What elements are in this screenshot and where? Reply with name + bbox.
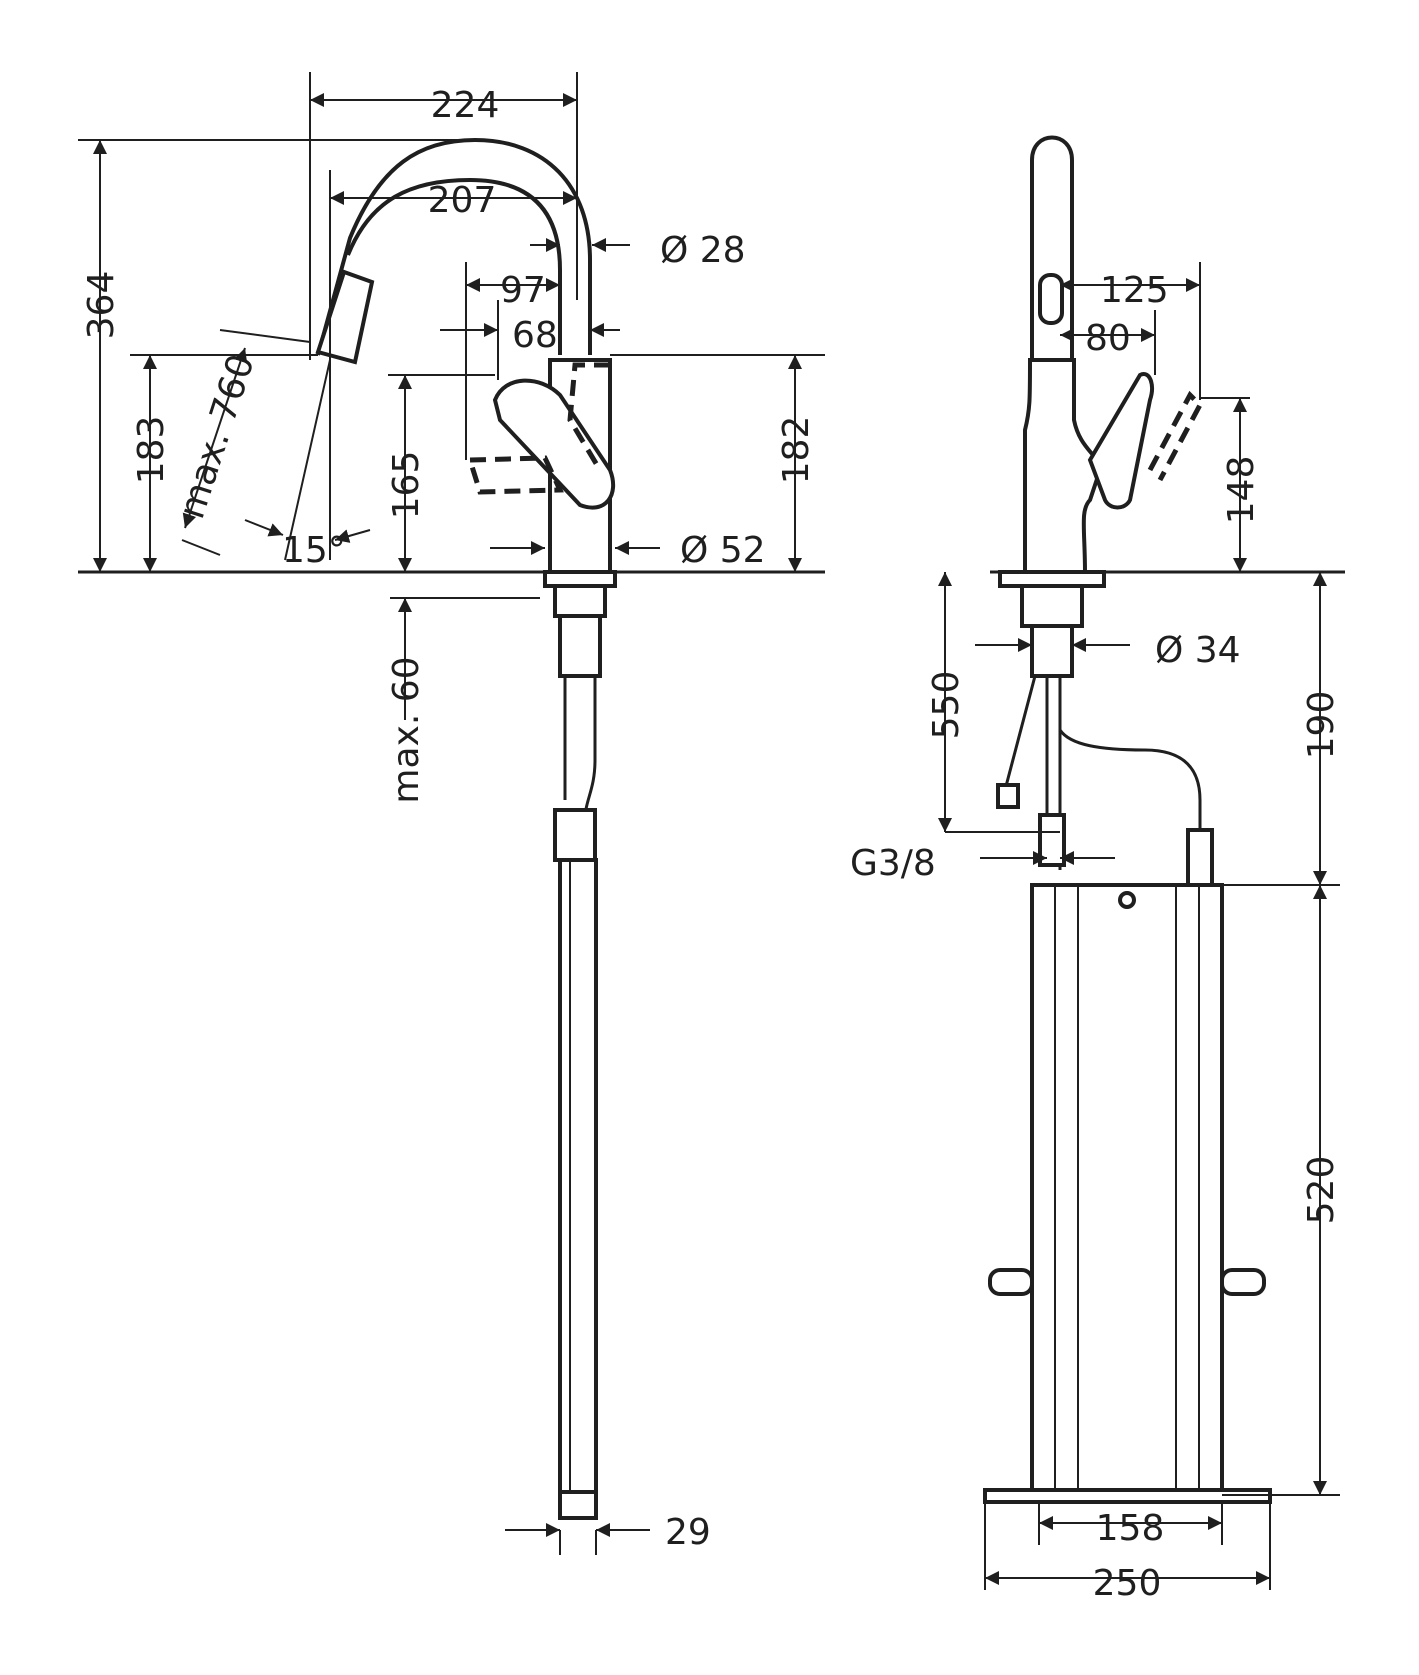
lever-alt-position-up xyxy=(567,362,610,472)
front-dim-520: 520 xyxy=(1301,1156,1342,1225)
front-shank xyxy=(1030,624,1074,678)
hose-fitting xyxy=(553,808,597,862)
front-dim-125: 125 xyxy=(1100,270,1169,311)
front-hose-c xyxy=(1003,675,1037,791)
spray-head xyxy=(315,269,375,365)
front-dim-80: 80 xyxy=(1085,318,1131,359)
front-lever xyxy=(1087,372,1154,510)
front-hose-fitting-left xyxy=(1038,813,1066,867)
front-dim-158: 158 xyxy=(1096,1508,1165,1549)
dim-207: 207 xyxy=(428,180,497,221)
dim-diameter-52: Ø 52 xyxy=(680,530,766,571)
spout-inner xyxy=(346,177,562,355)
front-box-clip-left xyxy=(988,1268,1034,1296)
dim-diameter-28: Ø 28 xyxy=(660,230,746,271)
lever-alt-position-back xyxy=(466,455,564,495)
front-dim-550: 550 xyxy=(926,671,967,740)
ext-15deg xyxy=(284,359,331,561)
dim-68: 68 xyxy=(512,315,558,356)
dim-182: 182 xyxy=(776,416,817,485)
dim-364: 364 xyxy=(81,271,122,340)
dim-165: 165 xyxy=(386,451,427,520)
dim-183: 183 xyxy=(131,416,172,485)
dim-97: 97 xyxy=(500,270,546,311)
front-tap-body xyxy=(1023,358,1103,574)
dim-line-15deg-left xyxy=(244,519,284,537)
front-base-nut xyxy=(1020,584,1084,628)
dim-max-760: max. 760 xyxy=(171,349,263,523)
dim-line-15deg-right xyxy=(334,529,371,543)
dim-line-max760 xyxy=(182,347,248,529)
front-hose-fitting-right xyxy=(1186,828,1214,887)
lever xyxy=(492,378,616,510)
front-hose-bend xyxy=(1058,729,1202,830)
hose-pipe xyxy=(558,858,598,1494)
front-dim-148: 148 xyxy=(1221,456,1262,525)
dim-15-degree: 15° xyxy=(282,530,346,571)
front-spout xyxy=(1030,135,1074,362)
front-dim-diameter-34: Ø 34 xyxy=(1155,630,1241,671)
front-spray-button xyxy=(1038,273,1064,325)
front-dim-190: 190 xyxy=(1301,691,1342,760)
front-box-hole xyxy=(1118,891,1136,909)
shank xyxy=(558,614,602,678)
front-box xyxy=(1030,883,1224,1497)
front-view: 125 80 148 Ø 34 550 G3/8 190 520 158 250 xyxy=(850,135,1345,1604)
ext-760-bottom xyxy=(181,539,221,556)
dim-224: 224 xyxy=(431,85,500,126)
dim-max-60: max. 60 xyxy=(386,656,427,803)
front-hose-c-fitting xyxy=(996,783,1020,809)
hose-end xyxy=(558,1490,598,1520)
ext-760-top xyxy=(219,329,311,343)
front-dim-250: 250 xyxy=(1093,1563,1162,1604)
front-box-clip-right xyxy=(1220,1268,1266,1296)
base-nut xyxy=(553,584,607,618)
side-view: 224 207 Ø 28 97 68 364 183 max. 760 15° … xyxy=(78,72,825,1555)
base-flange xyxy=(543,570,617,588)
dim-29: 29 xyxy=(665,1512,711,1553)
front-lever-alt-position xyxy=(1147,390,1204,482)
front-dim-g3-8: G3/8 xyxy=(850,843,936,884)
front-base-flange xyxy=(998,570,1106,588)
